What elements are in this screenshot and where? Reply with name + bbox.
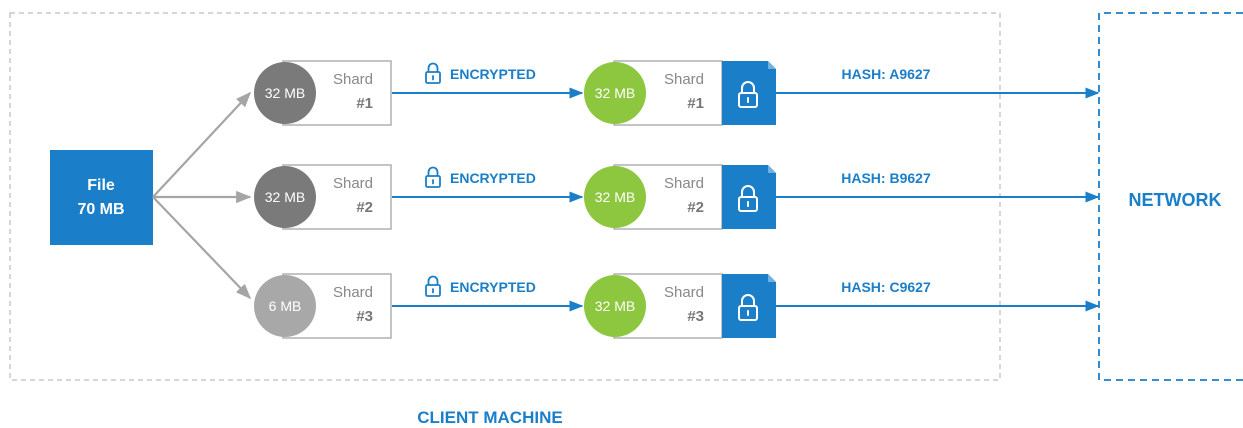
shard-card: 32 MB Shard #2 (254, 164, 392, 230)
shard-row-3: 6 MB Shard #3 ENCRYPTED 32 MB Shard #3 HASH: C9… (254, 273, 1100, 339)
hash-label: HASH: B9627 (841, 170, 931, 186)
split-arrow-3 (152, 196, 252, 300)
encrypted-shard-card: 32 MB Shard #1 (584, 60, 776, 126)
shard-number: #2 (356, 199, 373, 216)
shard-size-circle (254, 166, 316, 228)
hash-label: HASH: C9627 (841, 279, 931, 295)
encrypted-size: 32 MB (595, 85, 635, 101)
shard-row-1: 32 MB Shard #1 ENCRYPTED 32 MB Shard #1 HASH: A… (254, 60, 1100, 126)
padlock-outline-icon (425, 166, 441, 188)
client-machine-label: CLIENT MACHINE (417, 408, 562, 427)
padlock-icon (722, 165, 776, 229)
shard-size: 32 MB (265, 85, 305, 101)
encrypted-label: ENCRYPTED (450, 170, 536, 186)
shard-size: 32 MB (265, 189, 305, 205)
shard-card: 6 MB Shard #3 (254, 273, 392, 339)
shard-size-circle (254, 275, 316, 337)
encrypted-shard-number: #2 (687, 199, 704, 216)
padlock-icon (722, 61, 776, 125)
padlock-outline-icon (425, 62, 441, 84)
hash-label: HASH: A9627 (842, 66, 931, 82)
encrypted-size-circle (584, 275, 646, 337)
shard-row-2: 32 MB Shard #2 ENCRYPTED 32 MB Shard #2 HASH: B… (254, 164, 1100, 230)
encrypted-shard-word: Shard (664, 71, 704, 88)
encrypted-size: 32 MB (595, 189, 635, 205)
encrypted-size: 32 MB (595, 298, 635, 314)
shard-word: Shard (333, 71, 373, 88)
shard-size-circle (254, 62, 316, 124)
encrypted-shard-number: #3 (687, 308, 704, 325)
encrypted-size-circle (584, 166, 646, 228)
encrypted-label: ENCRYPTED (450, 66, 536, 82)
shard-size: 6 MB (269, 298, 302, 314)
encrypted-shard-number: #1 (687, 95, 704, 112)
split-arrows (152, 91, 252, 300)
encrypted-shard-card: 32 MB Shard #3 (584, 273, 776, 339)
shard-number: #1 (356, 95, 373, 112)
shard-word: Shard (333, 284, 373, 301)
shard-number: #3 (356, 308, 373, 325)
padlock-icon (722, 274, 776, 338)
encrypted-shard-card: 32 MB Shard #2 (584, 164, 776, 230)
shard-card: 32 MB Shard #1 (254, 60, 392, 126)
encrypted-size-circle (584, 62, 646, 124)
file-label: File (87, 177, 115, 194)
shard-word: Shard (333, 175, 373, 192)
file-size: 70 MB (77, 201, 124, 218)
encrypted-shard-word: Shard (664, 284, 704, 301)
encrypted-label: ENCRYPTED (450, 279, 536, 295)
file-box: File 70 MB (50, 150, 153, 245)
padlock-outline-icon (425, 275, 441, 297)
network-label: NETWORK (1129, 190, 1222, 210)
encrypted-shard-word: Shard (664, 175, 704, 192)
split-arrow-1 (152, 91, 252, 198)
